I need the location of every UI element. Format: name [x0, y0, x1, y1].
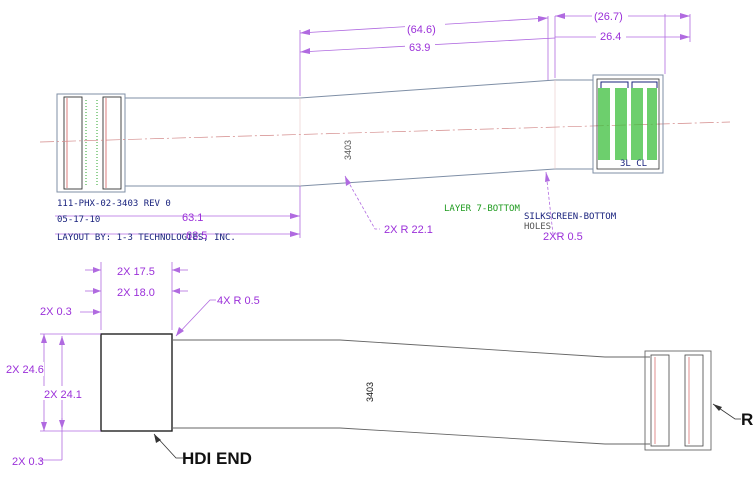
- bottom-right-slot-2: [684, 354, 704, 447]
- arrow-26-7-right: [680, 13, 690, 19]
- bottom-flex-bottom-edge: [172, 427, 650, 445]
- right-bracket-2: [631, 81, 658, 88]
- bottom-flex-top-edge: [172, 339, 650, 358]
- dim-64-6-bg: [405, 22, 445, 35]
- holes-label: HOLES: [524, 222, 551, 232]
- right-pads-3: [631, 88, 643, 160]
- right-pads-1: [598, 88, 610, 160]
- right-end-label: R: [741, 410, 753, 429]
- arrow-right: [713, 404, 722, 411]
- connector-mark: 3L CL: [620, 159, 647, 169]
- arrow-hdi-end: [154, 434, 161, 443]
- note-date: 05-17-10: [57, 215, 100, 225]
- arrow-r0-5: [545, 172, 550, 182]
- arrow-24-1-top: [59, 336, 65, 345]
- right-connector-outline: [592, 74, 664, 174]
- arrow-18-0-right: [172, 288, 180, 294]
- arrow-64-6-right: [538, 16, 548, 22]
- dim-radius-22-1: 2X R 22.1: [384, 224, 433, 236]
- flex-bottom-edge: [125, 168, 593, 187]
- dim-26-7: (26.7): [594, 11, 623, 23]
- dim-26-4-bg: [596, 30, 626, 43]
- dim-26-4: 26.4: [600, 31, 621, 43]
- dim-26-7-bg: [592, 10, 628, 23]
- left-connector-slot-1: [63, 96, 83, 190]
- arrow-0-3-top: [93, 309, 101, 315]
- right-connector-inner: [596, 78, 660, 170]
- note-part-rev: 111-PHX-02-3403 REV 0: [57, 199, 171, 209]
- left-connector-outline: [56, 93, 126, 193]
- arrow-r22-1: [345, 176, 351, 186]
- leader-r22-1: [344, 175, 380, 230]
- bottom-right-connector: [644, 350, 712, 451]
- bottom-view: 3403 2X 17.5 2X 18.0 2X 0.3 4X R 0.5 2X …: [4, 262, 753, 468]
- dim-18-0: 2X 18.0: [117, 287, 155, 299]
- flex-top-edge: [125, 79, 593, 99]
- dim-24-6-bg: [4, 362, 44, 376]
- arrow-63-9-left: [300, 48, 310, 54]
- dim-0-3-top: 2X 0.3: [40, 306, 72, 318]
- top-view: 3L CL (64.6) 63.9 (26.7) 26.4 63.1: [39, 10, 731, 243]
- dim-4x-r0-5: 4X R 0.5: [217, 295, 260, 307]
- arrow-26-7-left: [555, 13, 565, 19]
- note-layout: LAYOUT BY: 1-3 TECHNOLOGIES, INC.: [57, 233, 236, 243]
- silkscreen-label: SILKSCREEN-BOTTOM: [524, 212, 617, 222]
- dim-radius-0-5: 2XR 0.5: [543, 231, 583, 243]
- arrow-64-6-left: [300, 29, 310, 35]
- dim-24-1: 2X 24.1: [44, 389, 82, 401]
- arrow-63-5-right: [290, 231, 300, 237]
- dim-64-6: (64.6): [407, 24, 436, 36]
- hdi-end-block: [100, 333, 173, 432]
- arrow-4x-r: [176, 327, 184, 336]
- leader-4x-r: [175, 299, 216, 337]
- dim-63-1: 63.1: [182, 212, 203, 224]
- top-part-number: 3403: [343, 140, 353, 160]
- dim-63-9: 63.9: [409, 42, 430, 54]
- dim-24-1-bg: [42, 386, 84, 400]
- hdi-end-label: HDI END: [182, 449, 252, 468]
- right-pads-2: [615, 88, 627, 160]
- leader-r0-5: [545, 171, 560, 235]
- arrow-24-6-top: [41, 334, 47, 343]
- bottom-part-number: 3403: [365, 382, 375, 402]
- layer-label: LAYER 7-BOTTOM: [444, 204, 520, 214]
- dim-63-5: 63.5: [186, 230, 207, 242]
- right-pads-4: [647, 88, 657, 160]
- arrow-18-0-left: [93, 288, 101, 294]
- arrow-26-4-right: [680, 34, 690, 40]
- arrow-63-1-right: [290, 213, 300, 219]
- arrow-17-5-left: [93, 267, 101, 273]
- leader-hdi-end: [153, 433, 183, 459]
- bottom-right-slot-1: [650, 354, 670, 447]
- arrow-24-6-bottom: [41, 422, 47, 431]
- dim-0-3-bottom: 2X 0.3: [12, 456, 44, 468]
- left-connector-slot-2: [102, 96, 122, 190]
- arrow-17-5-right: [172, 267, 180, 273]
- dim-17-5: 2X 17.5: [117, 266, 155, 278]
- right-bracket-1: [600, 81, 629, 88]
- dim-24-6: 2X 24.6: [6, 364, 44, 376]
- dim-63-9-bg: [405, 41, 435, 54]
